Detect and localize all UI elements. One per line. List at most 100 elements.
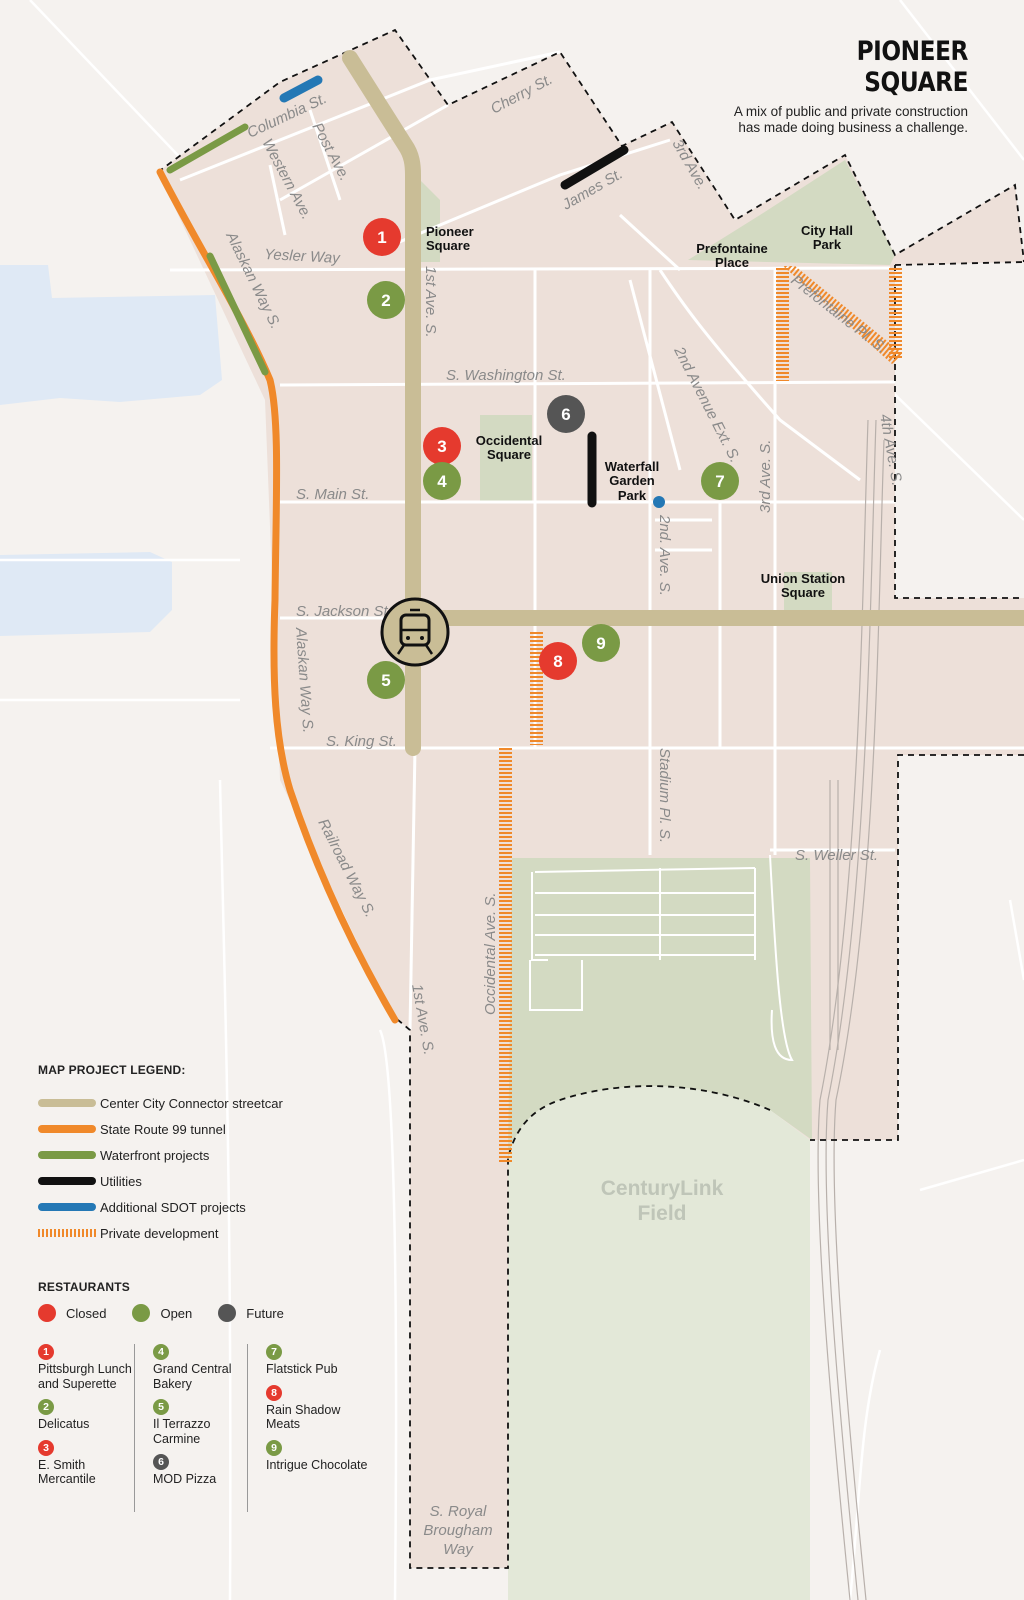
restaurant-name: Grand Central Bakery [153,1362,232,1391]
restaurant-marker-circle [363,218,401,256]
restaurant-marker-circle [367,661,405,699]
legend-label: Center City Connector streetcar [100,1095,283,1111]
restaurant-marker-number: 2 [381,291,390,310]
restaurant-name: Flatstick Pub [266,1362,338,1376]
restaurant-marker-3[interactable]: 3 [423,427,461,465]
restaurant-name: Intrigue Chocolate [266,1457,368,1472]
restaurant-status-legend: Closed Open Future [38,1304,378,1322]
street-label: S. Main St. [296,486,369,503]
legend-item-private-development: Private development [38,1220,378,1246]
restaurant-marker-number: 5 [381,671,390,690]
street-label: Way [443,1541,474,1558]
restaurant-item: 4 Grand Central Bakery [153,1344,248,1391]
legend-item-utilities: Utilities [38,1168,378,1194]
place-label-centurylink-field: CenturyLink [601,1177,724,1200]
restaurant-number-badge: 9 [266,1439,282,1456]
private-development [499,748,512,1163]
place-label-prefontaine-place: Place [715,255,749,270]
restaurant-marker-number: 7 [715,472,724,491]
restaurant-marker-1[interactable]: 1 [363,218,401,256]
street-label: S. Weller St. [795,847,878,864]
place-label-pioneer-square: Pioneer [426,224,474,239]
map-title: PIONEER SQUARE [856,36,969,98]
restaurant-item: 5 Il Terrazzo Carmine [153,1399,248,1446]
restaurant-marker-circle [423,462,461,500]
restaurant-marker-7[interactable]: 7 [701,462,739,500]
waterfront-project-line-2 [206,252,269,376]
legend-item-streetcar: Center City Connector streetcar [38,1090,378,1116]
restaurant-item: 9 Intrigue Chocolate [266,1439,376,1473]
restaurant-marker-8[interactable]: 8 [539,642,577,680]
place-label-union-station-square: Union Station [761,571,846,586]
private-development [889,268,902,358]
restaurant-marker-5[interactable]: 5 [367,661,405,699]
legend-swatch [38,1229,96,1237]
legend-swatch [38,1151,96,1159]
street-label: S. Jackson St. [296,603,392,620]
restaurant-marker-9[interactable]: 9 [582,624,620,662]
map-legend: MAP PROJECT LEGEND: Center City Connecto… [38,1063,378,1322]
restaurant-marker-circle [367,281,405,319]
restaurant-marker-number: 4 [437,472,447,491]
street-label: S. Washington St. [446,367,566,384]
place-label-city-hall-park: Park [813,237,842,252]
street-label: Brougham [423,1522,492,1539]
utilities-line-james [560,145,629,190]
restaurant-item: 2 Delicatus [38,1399,133,1432]
place-label-occidental-square: Square [487,447,531,462]
restaurant-number-badge: 6 [153,1454,169,1470]
street-label: 2nd. Ave. S. [656,514,673,596]
restaurant-number-badge: 4 [153,1344,169,1360]
legend-label: Additional SDOT projects [100,1199,246,1215]
place-label-occidental-square: Occidental [476,433,542,448]
restaurant-marker-circle [423,427,461,465]
restaurant-number-badge: 1 [38,1344,54,1360]
restaurant-marker-number: 1 [377,228,386,247]
restaurants-heading: RESTAURANTS [38,1280,130,1294]
map-subtitle: A mix of public and private construction… [733,104,968,135]
place-label-waterfall-garden-park: Garden [609,473,655,488]
legend-label: State Route 99 tunnel [100,1121,226,1137]
restaurant-column: 1 Pittsburgh Lunch and Superette 2 Delic… [38,1344,133,1495]
restaurant-marker-circle [582,624,620,662]
restaurant-marker-6[interactable]: 6 [547,395,585,433]
legend-heading: MAP PROJECT LEGEND: [38,1063,186,1077]
street-label: S. King St. [326,733,397,750]
restaurant-name: Pittsburgh Lunch and Superette [38,1362,132,1391]
restaurant-column: 7 Flatstick Pub 8 Rain Shadow Meats 9 In… [247,1344,376,1512]
parks [415,160,895,1600]
status-label: Closed [66,1305,107,1321]
legend-swatch [38,1203,96,1211]
place-label-prefontaine-place: Prefontaine [696,241,768,256]
main-streets [169,50,1024,1031]
sdot-project-line [279,75,323,103]
status-label: Open [160,1305,193,1321]
restaurant-marker-4[interactable]: 4 [423,462,461,500]
legend-item-sdot: Additional SDOT projects [38,1194,378,1220]
restaurant-markers: 1 2 3 4 5 6 7 8 9 [363,218,739,699]
place-label-city-hall-park: City Hall [801,223,853,238]
status-future: Future [218,1304,284,1322]
restaurant-marker-2[interactable]: 2 [367,281,405,319]
streetcar-station-icon [380,597,450,667]
street-label: S. Royal [430,1503,487,1520]
restaurant-marker-number: 8 [553,652,562,671]
restaurant-marker-number: 6 [561,405,570,424]
place-label-centurylink-field: Field [637,1202,686,1225]
sdot-project-dot [653,496,665,508]
restaurant-name: Il Terrazzo Carmine [153,1417,211,1446]
parking-lines [529,854,794,1062]
restaurant-number-badge: 8 [266,1384,282,1401]
status-label: Future [246,1305,284,1321]
legend-swatch [38,1177,96,1185]
restaurant-marker-circle [701,462,739,500]
legend-label: Private development [100,1225,219,1241]
waterfront-project-line [166,123,249,174]
status-open: Open [132,1304,192,1322]
restaurant-name: Delicatus [38,1417,90,1431]
legend-swatch [38,1125,96,1133]
street-label: 1st Ave. S. [422,266,439,338]
status-closed: Closed [38,1304,106,1322]
